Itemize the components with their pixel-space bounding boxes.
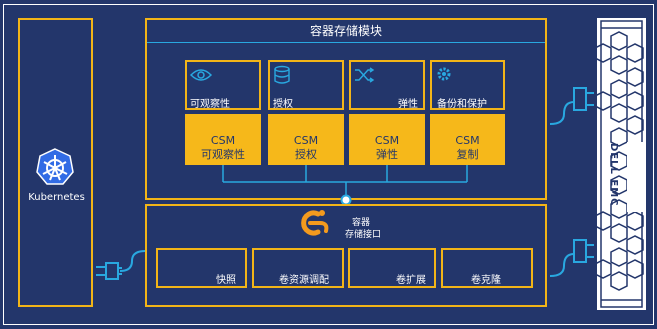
- feature-label-backup: 备份和保护: [437, 99, 487, 110]
- feature-card-backup: [430, 60, 505, 110]
- storage-brand-label: DELL EMC: [608, 143, 619, 207]
- csi-panel: [145, 204, 547, 307]
- function-label-expansion: 卷扩展: [396, 275, 426, 286]
- csm-card-subtitle: 授权: [295, 148, 317, 161]
- feature-label-authorization: 授权: [273, 99, 293, 110]
- feature-card-observability: [185, 60, 261, 110]
- function-label-snapshot: 快照: [216, 275, 236, 286]
- csm-card-subtitle: 弹性: [376, 148, 398, 161]
- storage-array-grille: [597, 20, 644, 308]
- function-label-clone: 卷克隆: [471, 275, 501, 286]
- csm-card-title: CSM: [293, 134, 319, 147]
- csm-card-subtitle: 可观察性: [201, 148, 245, 161]
- plug-connector-left: [96, 250, 146, 280]
- eye-icon: [189, 69, 213, 81]
- csm-card-subtitle: 复制: [456, 148, 479, 161]
- plug-connector-bottom-right: [549, 239, 594, 277]
- kubernetes-icon: [36, 148, 74, 185]
- csi-logo: [301, 210, 329, 236]
- database-icon: [274, 65, 290, 84]
- storage-array: DELL EMC: [597, 18, 646, 310]
- kubernetes-panel: [18, 18, 93, 307]
- csi-label-line2: 存储接口: [345, 230, 382, 240]
- csi-label-line1: 容器: [352, 218, 371, 228]
- function-box-clone: [441, 248, 533, 288]
- function-box-expansion: [348, 248, 436, 288]
- feature-label-observability: 可观察性: [190, 99, 230, 110]
- csm-card-title: CSM: [455, 134, 480, 147]
- feature-card-authorization: [268, 60, 344, 110]
- module-title: 容器存储模块: [309, 24, 382, 38]
- csm-card-title: CSM: [210, 134, 236, 147]
- outer-frame: [3, 4, 654, 325]
- csm-card-resiliency: CSM 弹性: [349, 114, 425, 165]
- shuffle-icon: [355, 67, 375, 83]
- kubernetes-label: Kubernetes: [28, 192, 85, 203]
- feature-label-resiliency: 弹性: [398, 99, 418, 110]
- csm-card-title: CSM: [374, 134, 400, 147]
- function-box-snapshot: [156, 248, 247, 288]
- plug-connector-top-right: [549, 87, 594, 125]
- function-box-provisioning: [252, 248, 344, 288]
- csm-card-replication: CSM 复制: [430, 114, 505, 165]
- feature-card-resiliency: [349, 60, 425, 110]
- gear-icon: [437, 67, 451, 81]
- csm-card-observability: CSM 可观察性: [185, 114, 261, 165]
- title-divider: [147, 42, 545, 43]
- csm-card-authorization: CSM 授权: [268, 114, 344, 165]
- function-label-provisioning: 卷资源调配: [279, 275, 329, 286]
